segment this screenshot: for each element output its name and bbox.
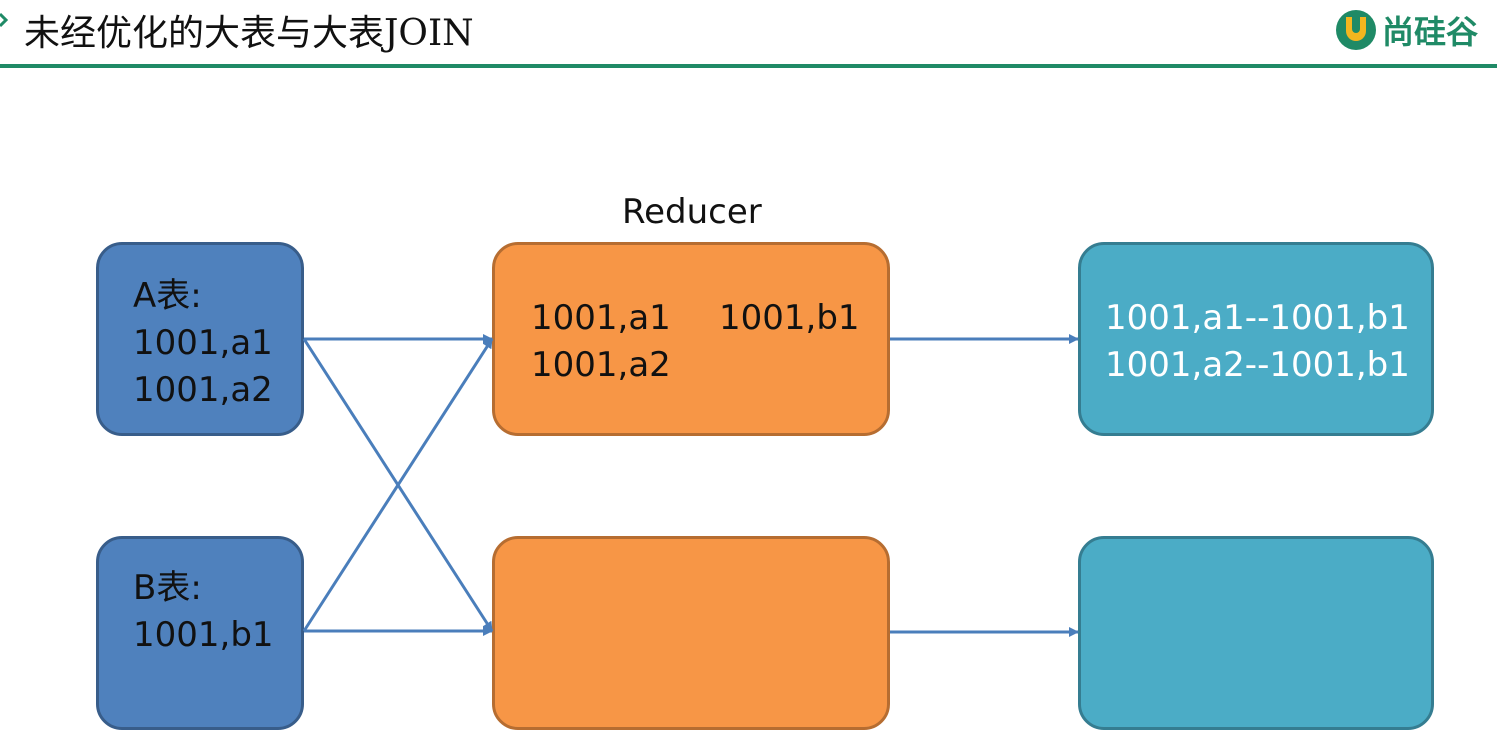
table-a-label: A表: <box>133 276 202 316</box>
arrow-a-to-reducer-2 <box>302 338 494 632</box>
logo-text: 尚硅谷 <box>1382 13 1479 51</box>
output-1-row: 1001,a2--1001,b1 <box>1105 345 1410 385</box>
title-chevron-icon <box>0 12 9 28</box>
reducer-1-a-row: 1001,a2 <box>531 345 671 385</box>
reducer-1-a-row: 1001,a1 <box>531 298 671 338</box>
table-b-box: B表: 1001,b1 <box>96 536 304 730</box>
output-1-row: 1001,a1--1001,b1 <box>1105 298 1410 338</box>
logo-u-icon <box>1336 10 1376 50</box>
header-divider <box>0 64 1497 68</box>
reducer-box-1: 1001,a1 1001,a2 1001,b1 <box>492 242 890 436</box>
table-b-row: 1001,b1 <box>133 615 274 655</box>
table-a-row: 1001,a1 <box>133 323 273 363</box>
reducer-label: Reducer <box>622 192 762 232</box>
reducer-1-b-row: 1001,b1 <box>719 298 860 338</box>
slide-title: 未经优化的大表与大表JOIN <box>24 13 474 54</box>
table-b-label: B表: <box>133 568 202 608</box>
reducer-box-2 <box>492 536 890 730</box>
table-a-row: 1001,a2 <box>133 370 273 410</box>
logo: 尚硅谷 <box>1336 8 1478 52</box>
output-box-1: 1001,a1--1001,b1 1001,a2--1001,b1 <box>1078 242 1434 436</box>
output-box-2 <box>1078 536 1434 730</box>
arrow-b-to-reducer-1 <box>302 338 494 632</box>
table-a-box: A表: 1001,a1 1001,a2 <box>96 242 304 436</box>
